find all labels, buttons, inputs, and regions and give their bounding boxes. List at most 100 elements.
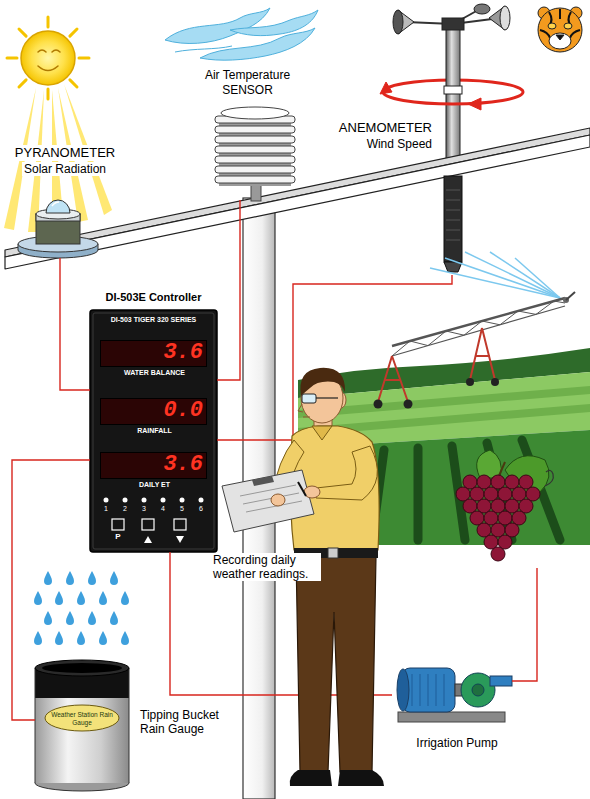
tiger-logo (564, 23, 572, 29)
pyranometer (46, 200, 70, 213)
temperature-shield (215, 126, 295, 133)
farmer-figure (304, 486, 320, 498)
water-spray (490, 252, 560, 298)
signal-wire (217, 200, 240, 380)
scene-caption: Recording daily weather readings. (211, 553, 321, 581)
signal-wire (217, 275, 452, 440)
anemometer (468, 98, 481, 110)
rain-drops (121, 591, 129, 605)
sensor-title: PYRANOMETER (13, 145, 117, 161)
rain-gauge: Weather Station Rain GaugeTipping Bucket… (35, 660, 233, 792)
farmer-figure (303, 417, 310, 418)
led-value: 3.6 (163, 453, 203, 477)
grape-cluster (477, 450, 502, 478)
display-caption: WATER BALANCE (124, 369, 185, 377)
controller-title: DI-503E Controller (106, 291, 202, 304)
irrigation-pump: Irrigation Pump (392, 662, 517, 756)
button-label: P (115, 532, 120, 542)
center-pivot (374, 252, 576, 409)
sensor-subtitle: Wind Speed (365, 137, 434, 151)
pump-symbol (402, 668, 455, 712)
arrow-symbol (144, 536, 184, 543)
controller-housing (90, 310, 217, 552)
temperature-shield (215, 146, 295, 153)
pump-symbol (397, 668, 512, 722)
pivot-wheel (374, 400, 383, 409)
rain-gauge-body (35, 660, 129, 676)
vine-row (414, 448, 423, 540)
anemometer (383, 92, 523, 104)
crossbar-beam (5, 135, 590, 269)
sun (7, 17, 89, 99)
rain-gauge-body (129, 668, 130, 783)
grape (491, 547, 505, 561)
wind-wisps (165, 8, 270, 43)
pyranometer (18, 200, 98, 258)
water-spray (465, 252, 560, 298)
crossbar-beam (5, 128, 590, 269)
anemometer-housing (444, 176, 462, 272)
anemometer (500, 6, 510, 30)
button-number: 4 (161, 505, 165, 513)
signal-wire (12, 460, 90, 720)
indicator-dot (161, 498, 166, 503)
display-caption: DAILY ET (139, 481, 170, 489)
rain-drops (99, 591, 107, 605)
button-number: 6 (199, 505, 203, 513)
rain-drops (34, 571, 129, 645)
water-spray (430, 268, 560, 298)
rain-gauge-body (35, 668, 36, 783)
grape-cluster (545, 470, 553, 486)
pivot-wheel (466, 378, 474, 386)
button-number: 3 (142, 505, 146, 513)
sun (79, 57, 89, 60)
sun (38, 50, 60, 71)
farmer-figure (328, 548, 338, 558)
rain-gauge-body (45, 705, 119, 731)
rain-drops (44, 571, 52, 585)
farmer-figure (300, 368, 345, 396)
rain-drops (66, 571, 74, 585)
water-spray (430, 252, 560, 298)
tiger-logo (538, 7, 582, 52)
sun (21, 31, 75, 85)
anemometer (442, 18, 464, 30)
wind-wisps (175, 46, 232, 52)
pump-title: Irrigation Pump (416, 736, 497, 750)
temperature-shield (221, 107, 289, 119)
button-number: 1 (104, 505, 108, 513)
pump-symbol (472, 684, 484, 696)
sun (70, 29, 77, 36)
anemometer (446, 26, 460, 168)
button-number: 5 (180, 505, 184, 513)
panel-button (112, 519, 186, 530)
anemometer (393, 10, 403, 34)
anemometer-housing (446, 190, 460, 240)
wind-wisps (230, 10, 318, 36)
rain-drops (55, 591, 63, 605)
crossbar-beam (5, 128, 590, 257)
sensor-title: ANEMOMETER (337, 120, 434, 136)
tiger-logo (549, 33, 571, 49)
water-spray (515, 258, 560, 298)
sensor-subtitle: Solar Radiation (22, 162, 108, 176)
pump-symbol (490, 676, 512, 686)
center-pivot (392, 306, 565, 356)
pump-symbol (397, 669, 409, 711)
pump-symbol (412, 674, 444, 706)
led-display: 3.6WATER BALANCE (100, 340, 207, 367)
rain-drops (121, 631, 129, 645)
pivot-wheel (491, 378, 499, 386)
rain-drops (44, 611, 52, 625)
display-caption: RAINFALL (137, 427, 172, 435)
rain-drops (77, 631, 85, 645)
rain-gauge-body (35, 660, 129, 791)
led-display: 0.0RAINFALL (100, 398, 207, 425)
gauge-badge: Weather Station Rain Gauge (47, 711, 117, 726)
temperature-shield (215, 176, 295, 183)
rain-gauge-body (35, 668, 129, 783)
farmer-figure (222, 470, 314, 532)
anemometer-sensor: ANEMOMETERWind Speed (330, 2, 545, 275)
rain-drops (99, 631, 107, 645)
